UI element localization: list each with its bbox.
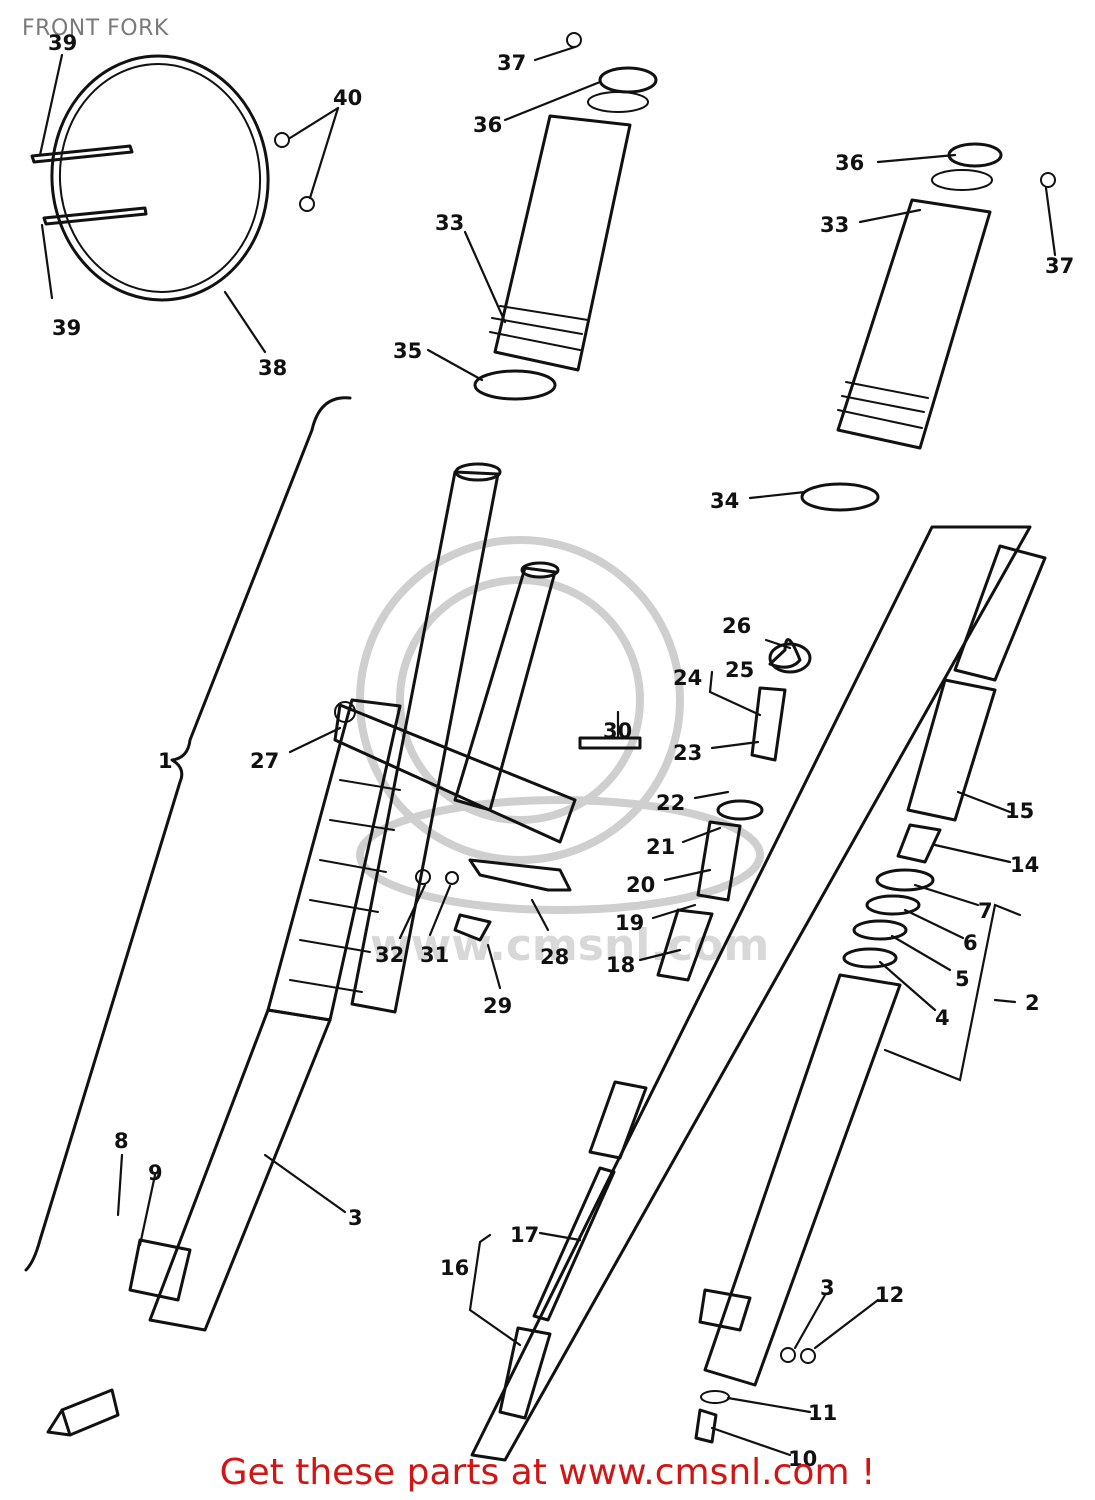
page-title: FRONT FORK: [22, 16, 169, 41]
callout-36-right: 36: [835, 151, 864, 175]
callout-34: 34: [710, 489, 739, 513]
fork-boot-left: [473, 32, 658, 401]
callout-17: 17: [510, 1223, 539, 1247]
callout-25: 25: [725, 658, 754, 682]
callout-22: 22: [656, 791, 685, 815]
callout-24: 24: [673, 666, 702, 690]
leader-lines: [38, 45, 1057, 1457]
watermark-url: www.cmsnl.com: [370, 920, 769, 971]
callout-2: 2: [1025, 991, 1040, 1015]
assembly-bracket-left: [24, 396, 352, 1272]
callout-9: 9: [148, 1161, 163, 1185]
callout-37-left: 37: [497, 51, 526, 75]
callout-7: 7: [978, 899, 993, 923]
callout-33-right: 33: [820, 213, 849, 237]
callout-21: 21: [646, 835, 675, 859]
callout-39-top: 39: [48, 31, 77, 55]
callout-18: 18: [606, 953, 635, 977]
callout-23: 23: [673, 741, 702, 765]
callout-10: 10: [788, 1447, 817, 1471]
footer-promo-text: Get these parts at www.cmsnl.com !: [219, 1452, 876, 1493]
headlight-rim: [30, 54, 315, 302]
fork-internals: [498, 638, 812, 1420]
callout-37-right: 37: [1045, 254, 1074, 278]
fork-leg-left: [128, 462, 502, 1332]
cmsnl-watermark: www.cmsnl.com: [356, 536, 769, 971]
callout-labels: 39 39 38 40 37 36 33 35 36 33 37 34 1 27…: [48, 31, 1074, 1471]
callout-35: 35: [393, 339, 422, 363]
callout-5: 5: [955, 967, 970, 991]
callout-6: 6: [963, 931, 978, 955]
callout-3-right: 3: [820, 1276, 835, 1300]
callout-29: 29: [483, 994, 512, 1018]
callout-1: 1: [158, 749, 173, 773]
front-direction-arrow-icon: [46, 1388, 120, 1437]
fork-boot-right: [800, 142, 1056, 512]
under-bracket: [333, 561, 642, 942]
callout-12: 12: [875, 1283, 904, 1307]
callout-28: 28: [540, 945, 569, 969]
callout-39-bottom: 39: [52, 316, 81, 340]
callout-4: 4: [935, 1006, 950, 1030]
callout-19: 19: [615, 911, 644, 935]
callout-36-left: 36: [473, 113, 502, 137]
fork-leg-right: [694, 544, 1047, 1444]
callout-38: 38: [258, 356, 287, 380]
callout-16: 16: [440, 1256, 469, 1280]
callout-32: 32: [375, 943, 404, 967]
callout-27: 27: [250, 749, 279, 773]
callout-3-left: 3: [348, 1206, 363, 1230]
callout-30: 30: [603, 719, 632, 743]
callout-15: 15: [1005, 799, 1034, 823]
callout-8: 8: [114, 1129, 129, 1153]
callout-14: 14: [1010, 853, 1039, 877]
callout-31: 31: [420, 943, 449, 967]
callout-20: 20: [626, 873, 655, 897]
callout-40: 40: [333, 86, 362, 110]
callout-33-left: 33: [435, 211, 464, 235]
callout-26: 26: [722, 614, 751, 638]
callout-11: 11: [808, 1401, 837, 1425]
